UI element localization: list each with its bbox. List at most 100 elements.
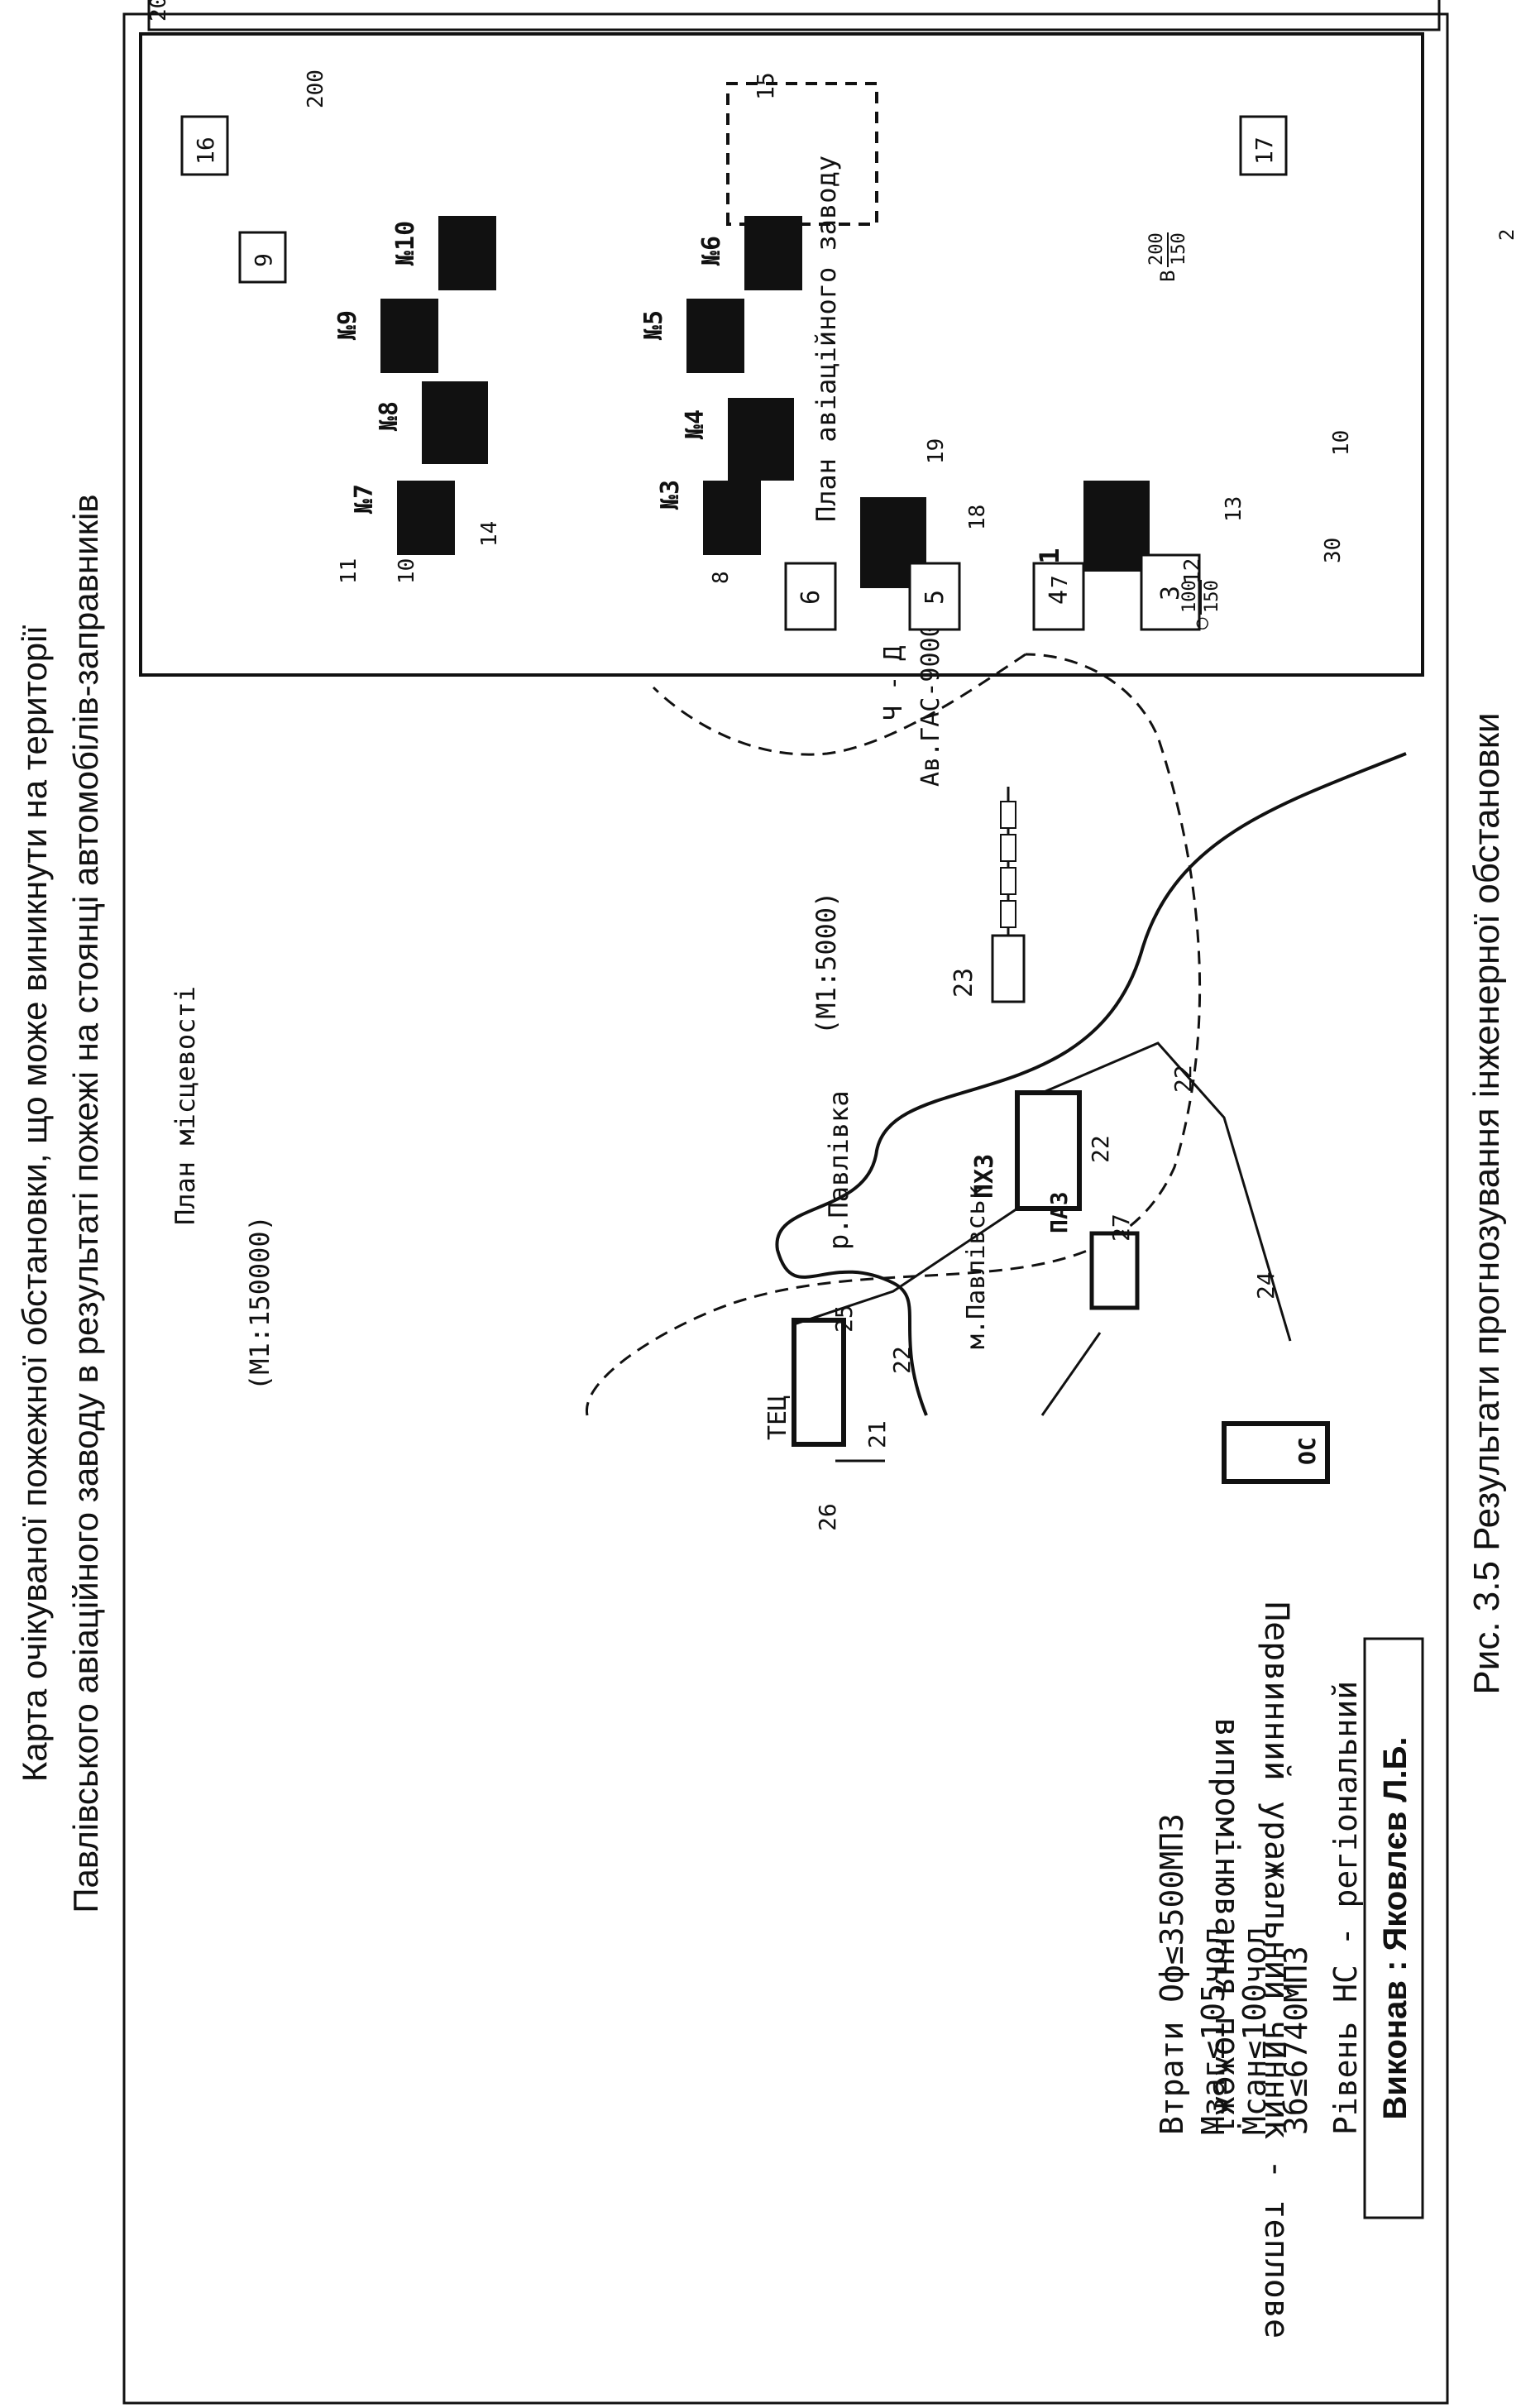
info-loss: Втрати Оф≤3500МПЗ bbox=[1154, 1813, 1190, 2135]
plant-plan: План авіаційного заводу (М1:5000) 20 №1 … bbox=[139, 0, 1519, 1035]
label-18: 18 bbox=[965, 505, 990, 530]
label-box-16: 16 bbox=[192, 136, 219, 165]
label-tec: ТЕЦ bbox=[763, 1395, 792, 1440]
building-8 bbox=[422, 381, 488, 464]
svg-text:150: 150 bbox=[1169, 232, 1189, 266]
label-box-4: 4 bbox=[1045, 590, 1074, 605]
local-area-plan: План місцевості (М1:150000) р.Павлівка 2… bbox=[170, 607, 1407, 1531]
local-plan-title: План місцевості bbox=[170, 986, 201, 1225]
label-building-6: №6 bbox=[697, 236, 726, 266]
local-plan-scale: (М1:150000) bbox=[244, 1215, 275, 1391]
label-gas-pipeline: Ав.ГАС-90000 bbox=[916, 607, 945, 787]
label-r10: 10 bbox=[1329, 430, 1354, 456]
area-boundary bbox=[586, 653, 1202, 1416]
pkhz-building bbox=[1015, 1090, 1082, 1211]
label-r30: 30 bbox=[1321, 538, 1346, 563]
building-3 bbox=[703, 481, 761, 555]
label-13: 13 bbox=[1222, 496, 1246, 522]
svg-text:200: 200 bbox=[1146, 232, 1167, 266]
label-building-4: №4 bbox=[681, 409, 710, 439]
primary-factor-line2: випромінювання пожежі bbox=[1208, 1717, 1246, 2136]
primary-factor-line1: Первинний уражальний чинник - теплове bbox=[1257, 1601, 1295, 2339]
building-10 bbox=[438, 216, 496, 290]
building-5 bbox=[686, 299, 744, 373]
building-9 bbox=[380, 299, 438, 373]
box-17 bbox=[1239, 115, 1288, 176]
info-zb: Зб≤6740МПЗ bbox=[1278, 1946, 1314, 2135]
label-22a: 22 bbox=[1087, 1135, 1114, 1163]
label-26: 26 bbox=[814, 1503, 841, 1531]
outer-frame bbox=[122, 12, 1449, 2405]
label-200: 200 bbox=[304, 69, 328, 108]
primary-factor-block: Первинний уражальний чинник - теплове ви… bbox=[1208, 1601, 1295, 2339]
label-14: 14 bbox=[477, 521, 502, 547]
svg-text:В: В bbox=[1156, 270, 1179, 282]
area-15 bbox=[726, 82, 878, 226]
building-4 bbox=[728, 398, 794, 481]
town-label: м.Павлівськ bbox=[962, 1185, 991, 1349]
label-27: 27 bbox=[1107, 1214, 1135, 1242]
rail-end-box bbox=[991, 934, 1026, 1003]
os-building bbox=[1222, 1421, 1330, 1484]
label-21: 21 bbox=[863, 1420, 891, 1448]
label-2: 2 bbox=[1495, 229, 1519, 241]
power-line-2 bbox=[1041, 1041, 1292, 1342]
label-20: 20 bbox=[146, 0, 171, 22]
title-line-1: Карта очікуваної пожежної обстановки, що… bbox=[15, 625, 54, 1783]
rail-segments bbox=[1000, 801, 1016, 928]
label-building-10: №10 bbox=[391, 221, 420, 266]
info-author: Виконав : Яковлєв Л.Б. bbox=[1377, 1737, 1413, 2120]
label-19: 19 bbox=[924, 438, 949, 464]
building-7 bbox=[397, 481, 455, 555]
building-6 bbox=[744, 216, 802, 290]
svg-text:150: 150 bbox=[1202, 580, 1222, 613]
figure-caption: Рис. 3.5 Результати прогнозування інжене… bbox=[1466, 712, 1507, 1694]
label-pkhz: ПХЗ bbox=[970, 1154, 999, 1199]
label-os: ОС bbox=[1294, 1437, 1321, 1465]
fence-band-20 bbox=[147, 0, 1441, 31]
label-gas-sub: Ч - Д bbox=[879, 646, 908, 720]
fraction-label: ○ 100 150 bbox=[1179, 580, 1222, 630]
label-11: 11 bbox=[337, 558, 361, 584]
label-7: 7 bbox=[1048, 575, 1073, 588]
label-box-9: 9 bbox=[250, 253, 277, 267]
svg-text:100: 100 bbox=[1179, 580, 1200, 613]
label-8: 8 bbox=[709, 571, 734, 584]
info-level: Рівень НС - регіональний bbox=[1327, 1681, 1364, 2135]
box-4 bbox=[1032, 562, 1085, 631]
label-box-17: 17 bbox=[1251, 136, 1278, 165]
svg-text:○: ○ bbox=[1189, 617, 1212, 630]
box-3 bbox=[1140, 553, 1201, 631]
label-23: 23 bbox=[949, 968, 978, 998]
label-building-3: №3 bbox=[656, 480, 685, 510]
power-line-3 bbox=[1040, 1332, 1102, 1416]
building-1 bbox=[1083, 481, 1150, 572]
info-m-zag: Мзаг≤105чол bbox=[1195, 1927, 1232, 2135]
label-15: 15 bbox=[752, 72, 779, 100]
title-line-2: Павлівського авіаційного заводу в резуль… bbox=[66, 494, 105, 1913]
label-24: 24 bbox=[1252, 1271, 1279, 1300]
label-building-8: №8 bbox=[375, 401, 404, 431]
box-6 bbox=[784, 562, 837, 631]
plant-fence bbox=[139, 32, 1424, 677]
label-22c: 22 bbox=[888, 1346, 916, 1374]
area-boundary-2 bbox=[652, 653, 1026, 756]
label-building-5: №5 bbox=[639, 310, 668, 340]
label-building-9: №9 bbox=[333, 310, 362, 340]
power-line-1 bbox=[793, 1207, 1018, 1326]
box-5 bbox=[908, 562, 961, 631]
box-16 bbox=[180, 115, 229, 176]
label-25: 25 bbox=[830, 1305, 858, 1333]
label-12: 12 bbox=[1180, 558, 1205, 584]
label-box-6: 6 bbox=[796, 590, 825, 605]
info-block: Втрати Оф≤3500МПЗ Мзаг≤105чол Мсан≤100чо… bbox=[1154, 1601, 1424, 2339]
tec-building bbox=[792, 1318, 846, 1447]
fraction-label: В 200 150 bbox=[1146, 232, 1189, 282]
box-9 bbox=[238, 231, 287, 284]
plant-plan-title: План авіаційного заводу bbox=[811, 156, 842, 522]
label-building-7: №7 bbox=[350, 484, 379, 514]
label-paz: ПАЗ bbox=[1045, 1191, 1073, 1233]
